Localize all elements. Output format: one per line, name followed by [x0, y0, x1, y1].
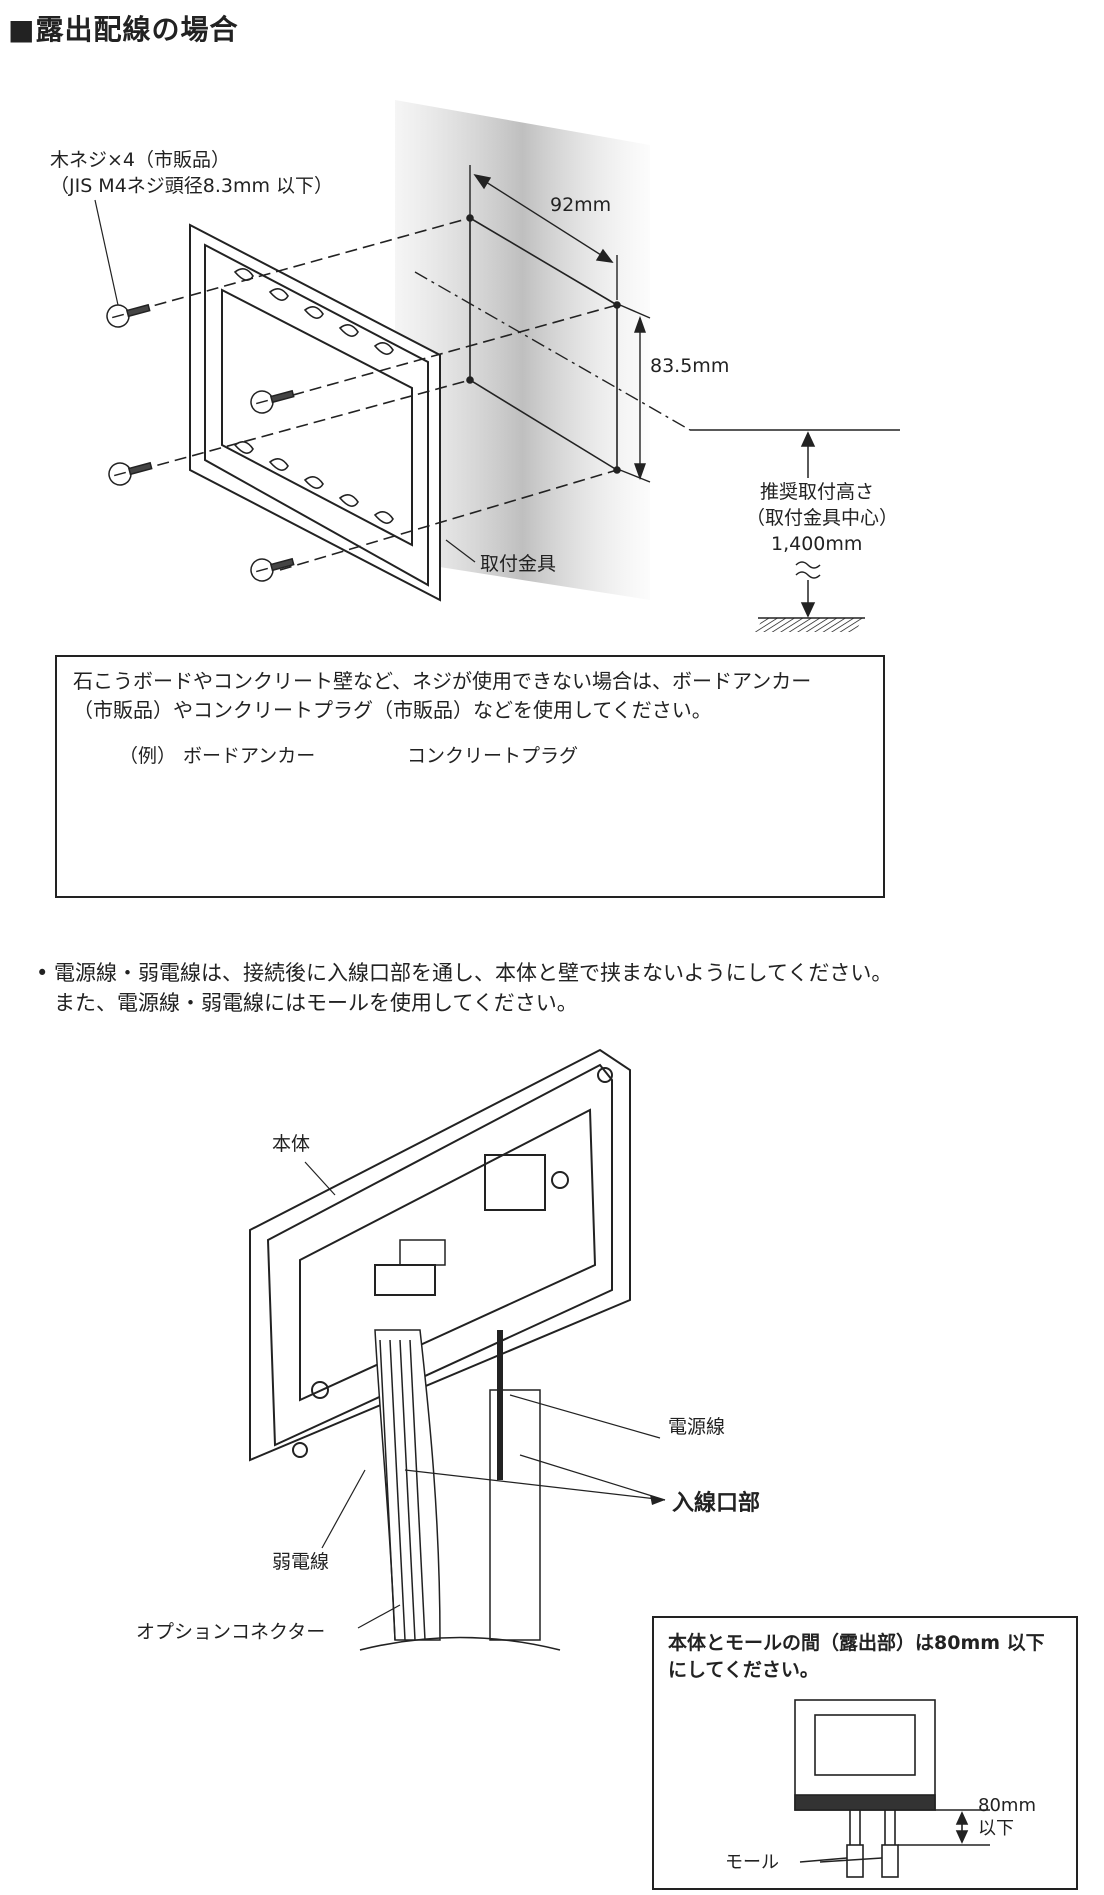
- wiring-note-bullet: •: [36, 961, 49, 985]
- anchor-note-box: 石こうボードやコンクリート壁など、ネジが使用できない場合は、ボードアンカー （市…: [55, 655, 885, 898]
- height-label-line2: （取付金具中心）: [746, 507, 899, 529]
- option-connector-label: オプションコネクター: [136, 1621, 326, 1643]
- main-unit-drawing: [249, 1048, 631, 1462]
- width-dimension-label: 92mm: [550, 194, 612, 216]
- weak-line-label: 弱電線: [272, 1551, 330, 1573]
- floor-hatch: [755, 618, 864, 632]
- height-arrow: [795, 431, 821, 618]
- width-dimension: [469, 165, 618, 300]
- anchor-note-line1: 石こうボードやコンクリート壁など、ネジが使用できない場合は、ボードアンカー: [73, 669, 812, 693]
- mole-dim-suffix: 以下: [978, 1818, 1014, 1839]
- wiring-note-line2: また、電源線・弱電線にはモールを使用してください。: [54, 991, 578, 1015]
- anchor-note-line2: （市販品）やコンクリートプラグ（市販品）などを使用してください。: [73, 698, 712, 722]
- wall-surface: [395, 100, 650, 600]
- mini-unit-drawing: [794, 1699, 990, 1878]
- mole-note-box: 本体とモールの間（露出部）は80mm 以下 にしてください。: [652, 1616, 1078, 1890]
- page-title: ■露出配線の場合: [8, 13, 239, 46]
- board-anchor-label: ボードアンカー: [183, 745, 316, 767]
- cable-bundle: [374, 1329, 541, 1641]
- height-dimension-label: 83.5mm: [650, 355, 730, 377]
- screw-paths: [119, 217, 618, 571]
- mole-label: モール: [725, 1852, 779, 1873]
- height-label-line3: 1,400mm: [771, 533, 863, 555]
- body-label: 本体: [272, 1133, 311, 1155]
- height-label-line1: 推奨取付高さ: [760, 481, 875, 503]
- concrete-plug-label: コンクリートプラグ: [407, 745, 579, 767]
- screw-icons: [106, 303, 295, 582]
- screw-label-line1: 木ネジ×4（市販品）: [50, 149, 231, 171]
- mounting-bracket: [189, 223, 441, 602]
- bracket-label: 取付金具: [480, 553, 557, 575]
- screw-label-line2: （JIS M4ネジ頭径8.3mm 以下）: [50, 175, 334, 197]
- entry-label: 入線口部: [672, 1491, 761, 1516]
- mole-note-line1: 本体とモールの間（露出部）は80mm 以下: [668, 1632, 1045, 1654]
- wiring-note-line1: 電源線・弱電線は、接続後に入線口部を通し、本体と壁で挟まないようにしてください。: [54, 961, 893, 985]
- center-line: [414, 271, 691, 431]
- example-label: （例）: [119, 745, 177, 767]
- power-line-label: 電源線: [668, 1416, 726, 1438]
- height-dimension: [619, 304, 651, 483]
- mole-note-line2: にしてください。: [668, 1659, 819, 1681]
- mole-dim-value: 80mm: [978, 1795, 1036, 1816]
